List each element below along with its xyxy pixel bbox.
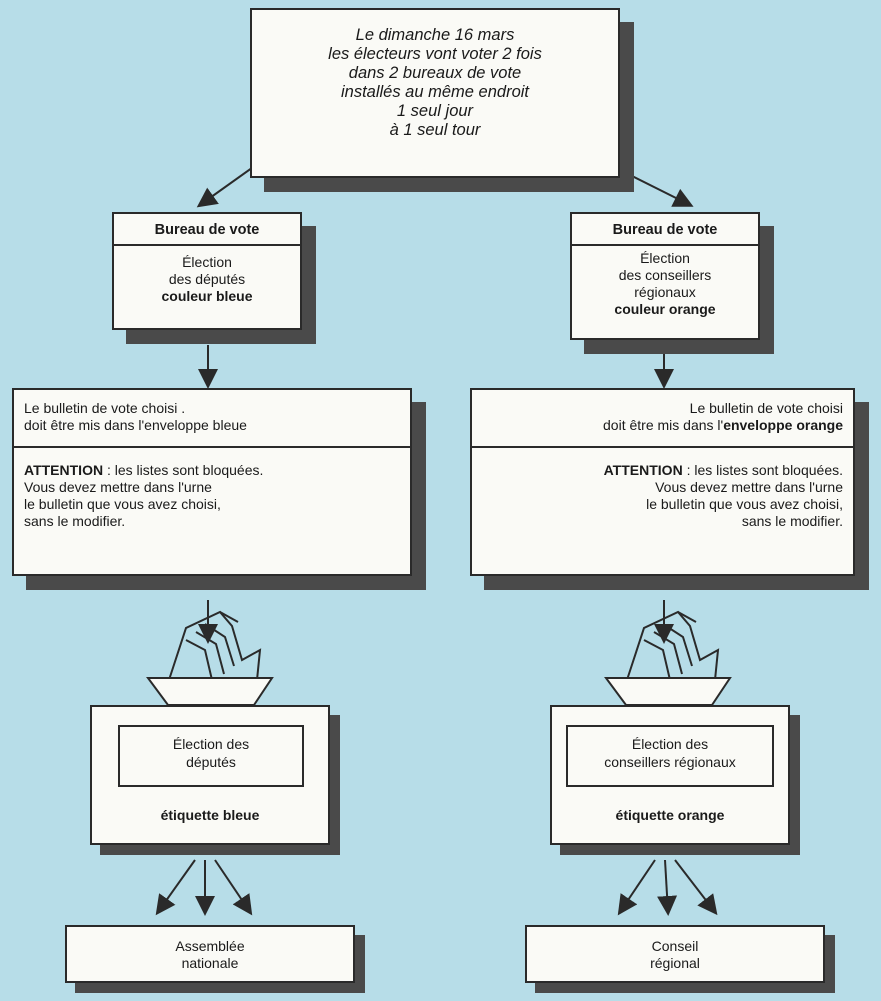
- bureau-box-right: Bureau de vote Élection des conseillers …: [570, 212, 760, 340]
- attention-left-line-2: Vous devez mettre dans l'urne: [24, 479, 212, 495]
- instr-right-line-2: doit être mis dans l': [603, 417, 724, 433]
- attention-right-label: ATTENTION: [603, 462, 683, 478]
- bureau-right-line-1: Élection: [640, 250, 690, 266]
- urn-right-label-box: Élection des conseillers régionaux: [566, 725, 774, 787]
- urn-left-tag: étiquette bleue: [160, 807, 260, 823]
- urn-funnel-right: [604, 677, 732, 706]
- destination-box-left: Assemblée nationale: [65, 925, 355, 983]
- intro-line-2: les électeurs vont voter 2 fois: [328, 45, 542, 63]
- dest-right-line-1: Conseil: [651, 938, 699, 954]
- bureau-right-color: couleur orange: [614, 301, 716, 317]
- attention-right-line-3: le bulletin que vous avez choisi,: [646, 496, 843, 512]
- bureau-box-left: Bureau de vote Élection des députés coul…: [112, 212, 302, 330]
- bureau-left-line-1: Élection: [182, 254, 232, 270]
- instr-right-line-1: Le bulletin de vote choisi: [689, 400, 843, 416]
- arrow-right-b: [657, 859, 678, 916]
- urn-right-line-2: conseillers régionaux: [604, 754, 736, 770]
- bureau-title-left: Bureau de vote: [114, 214, 300, 246]
- arrow-right-a: [617, 859, 656, 916]
- urn-left-line-2: députés: [186, 754, 236, 770]
- hand-ballot-right-icon: [625, 610, 720, 691]
- instr-left-line-2: doit être mis dans l': [24, 417, 145, 433]
- arrow-left-a: [155, 859, 196, 916]
- intro-line-5: 1 seul jour: [396, 102, 474, 120]
- bureau-left-color: couleur bleue: [161, 288, 253, 304]
- attention-left-line-4: sans le modifier.: [24, 513, 126, 529]
- urn-left-line-1: Élection des: [172, 736, 250, 752]
- urn-right-line-1: Élection des: [631, 736, 709, 752]
- instr-left-line-1: Le bulletin de vote choisi .: [24, 400, 186, 416]
- arrow-left-c: [214, 859, 253, 916]
- ballot-urn-right: Élection des conseillers régionaux étiqu…: [550, 705, 790, 845]
- instructions-box-left: Le bulletin de vote choisi . doit être m…: [12, 388, 412, 576]
- intro-line-3: dans 2 bureaux de vote: [348, 64, 522, 82]
- attention-right-line-4: sans le modifier.: [741, 513, 843, 529]
- intro-box: Le dimanche 16 mars les électeurs vont v…: [250, 8, 620, 178]
- destination-box-right: Conseil régional: [525, 925, 825, 983]
- bureau-right-line-2: des conseillers: [618, 267, 712, 283]
- attention-left-line-1: : les listes sont bloquées.: [103, 462, 264, 478]
- intro-line-6: à 1 seul tour: [389, 121, 481, 139]
- intro-line-4: installés au même endroit: [340, 83, 529, 101]
- dest-left-line-2: nationale: [181, 955, 239, 971]
- attention-right-line-2: Vous devez mettre dans l'urne: [655, 479, 843, 495]
- intro-line-1: Le dimanche 16 mars: [355, 26, 515, 44]
- envelope-right: enveloppe orange: [723, 417, 843, 433]
- attention-left-line-3: le bulletin que vous avez choisi,: [24, 496, 221, 512]
- urn-left-label-box: Élection des députés: [118, 725, 304, 787]
- ballot-urn-left: Élection des députés étiquette bleue: [90, 705, 330, 845]
- envelope-left: enveloppe bleue: [144, 417, 247, 433]
- dest-left-line-1: Assemblée: [175, 938, 245, 954]
- attention-left-label: ATTENTION: [24, 462, 104, 478]
- bureau-right-line-3: régionaux: [634, 284, 696, 300]
- urn-funnel-left: [146, 677, 274, 706]
- attention-right-line-1: : les listes sont bloquées.: [682, 462, 843, 478]
- bureau-title-right: Bureau de vote: [572, 214, 758, 246]
- hand-ballot-left-icon: [167, 610, 262, 691]
- instructions-box-right: Le bulletin de vote choisi doit être mis…: [470, 388, 855, 576]
- urn-right-tag: étiquette orange: [615, 807, 725, 823]
- bureau-left-line-2: des députés: [168, 271, 246, 287]
- dest-right-line-2: régional: [650, 955, 700, 971]
- arrow-right-c: [674, 859, 718, 916]
